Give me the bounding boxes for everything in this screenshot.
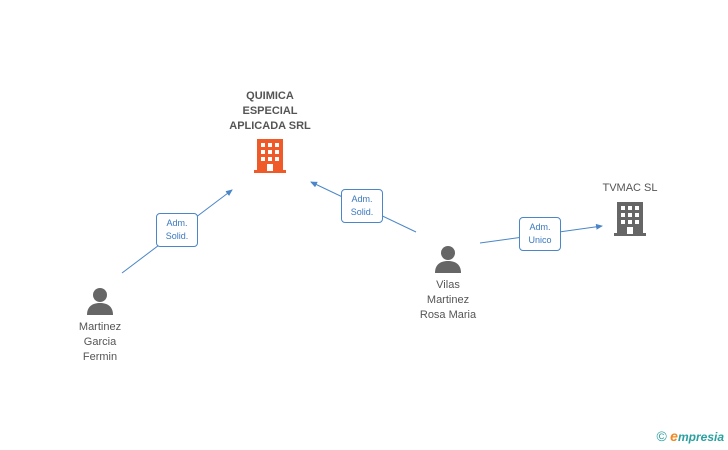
person-icon (403, 244, 493, 274)
role-badge-vilas-tvmac[interactable]: Adm. Unico (519, 217, 561, 251)
brand-logo-letter: e (670, 428, 678, 444)
role-text: Solid. (350, 207, 374, 217)
company-node-quimica[interactable]: QUIMICA ESPECIAL APLICADA SRL (205, 89, 335, 174)
person-name-line: Vilas (436, 279, 460, 291)
company-name-line: TVMAC SL (602, 182, 658, 194)
building-icon (590, 201, 670, 237)
person-name-vilas: Vilas Martinez Rosa Maria (403, 278, 493, 323)
role-badge-martinez-quimica[interactable]: Adm. Solid. (156, 213, 198, 247)
copyright-symbol: © (656, 428, 667, 444)
brand-footer: © empresia (657, 428, 725, 444)
person-icon (60, 286, 140, 316)
person-name-line: Martinez (78, 321, 122, 333)
person-name-line: Garcia (83, 336, 117, 348)
person-name-martinez: Martinez Garcia Fermin (60, 320, 140, 365)
role-text: Adm. (351, 194, 373, 204)
company-name-tvmac: TVMAC SL (590, 181, 670, 196)
company-name-quimica: QUIMICA ESPECIAL APLICADA SRL (205, 89, 335, 134)
person-node-martinez[interactable]: Martinez Garcia Fermin (60, 286, 140, 365)
brand-logo-text: mpresia (677, 430, 724, 444)
role-text: Adm. (529, 222, 551, 232)
person-node-vilas[interactable]: Vilas Martinez Rosa Maria (403, 244, 493, 323)
company-name-line: ESPECIAL (242, 105, 298, 117)
building-icon (205, 138, 335, 174)
role-text: Adm. (166, 218, 188, 228)
company-name-line: APLICADA SRL (229, 120, 311, 132)
company-name-line: QUIMICA (246, 90, 294, 102)
person-name-line: Rosa Maria (419, 309, 477, 321)
role-text: Unico (528, 235, 552, 245)
person-name-line: Fermin (82, 351, 118, 363)
role-text: Solid. (165, 231, 189, 241)
role-badge-vilas-quimica[interactable]: Adm. Solid. (341, 189, 383, 223)
person-name-line: Martinez (426, 294, 470, 306)
company-node-tvmac[interactable]: TVMAC SL (590, 181, 670, 237)
